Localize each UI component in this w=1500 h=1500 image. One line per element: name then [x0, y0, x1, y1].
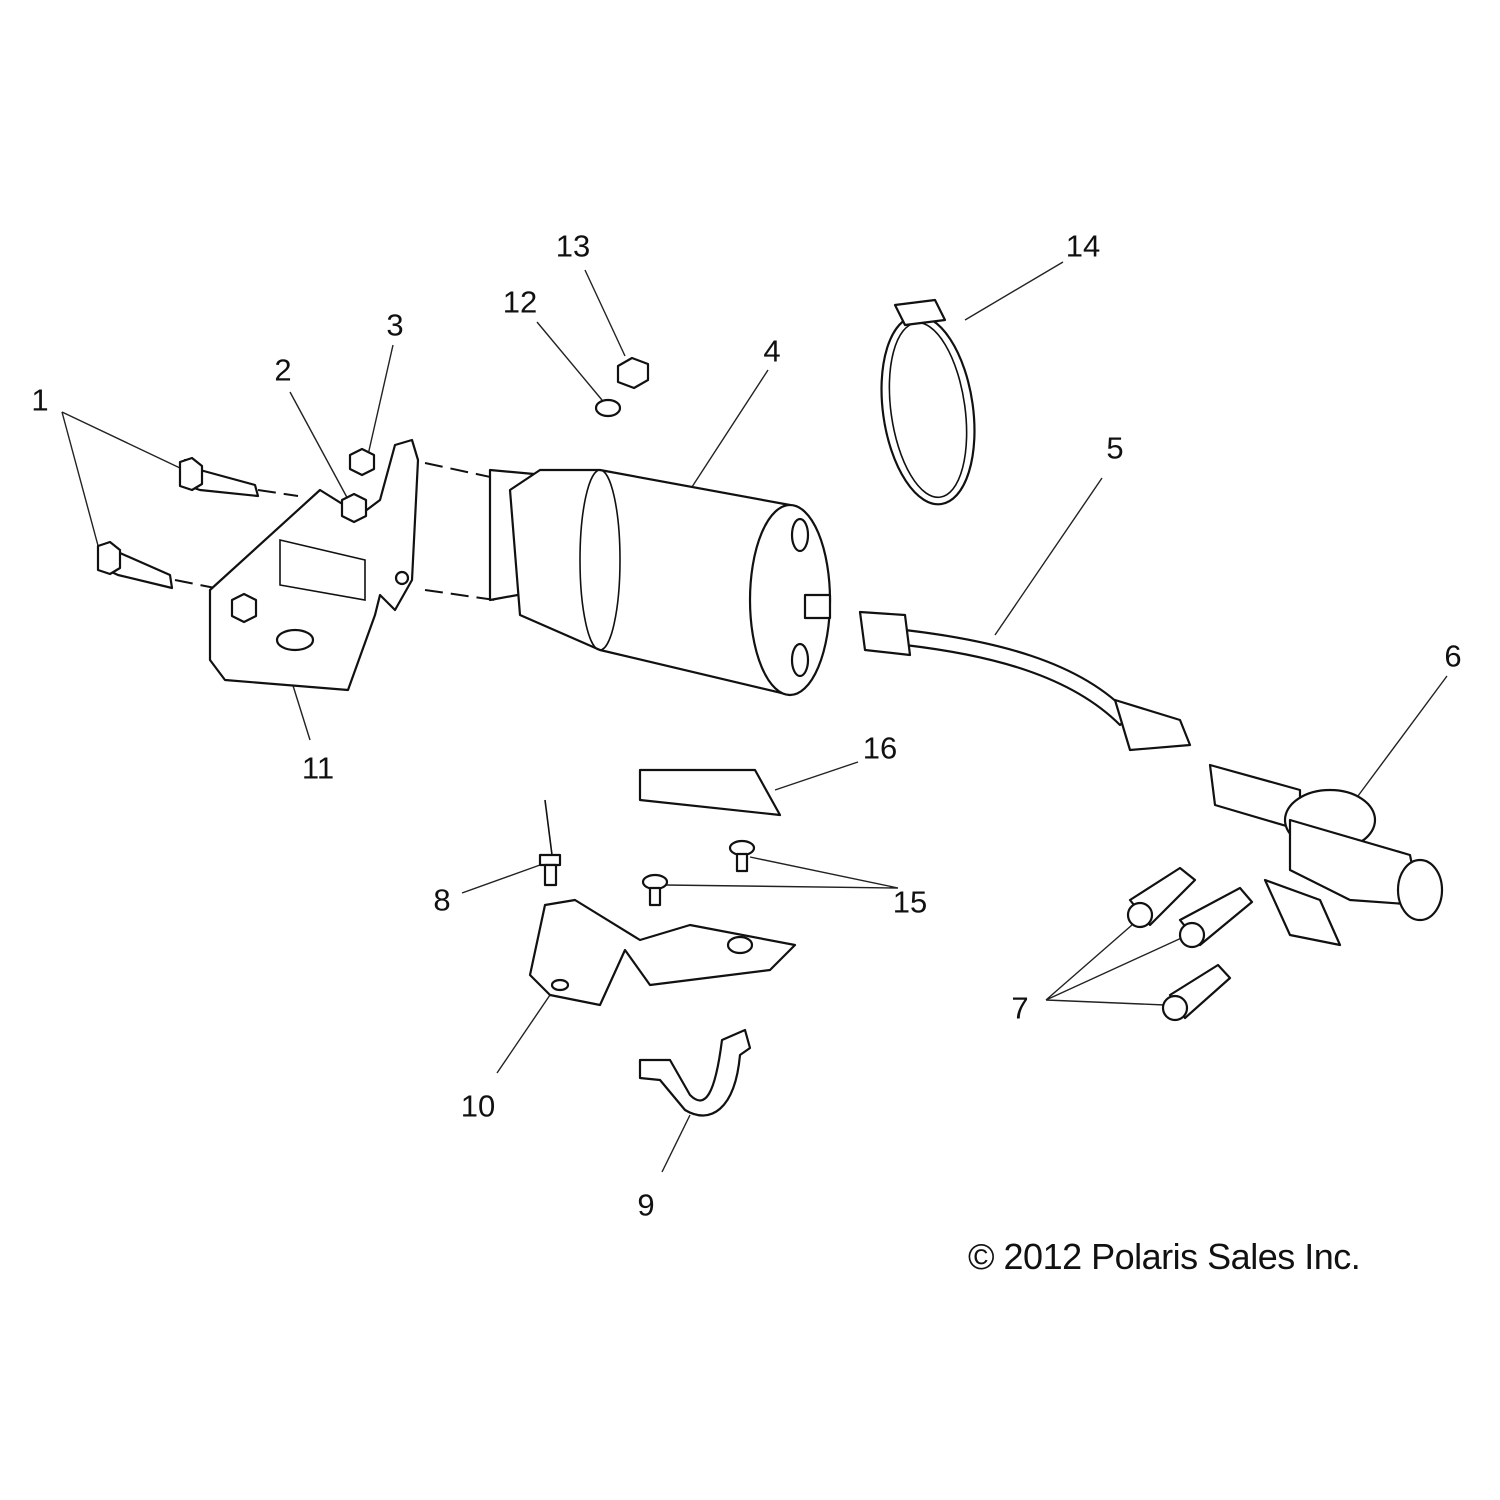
rivet-part-8 — [538, 799, 562, 887]
pad-part-16 — [638, 768, 782, 817]
strap-part-9 — [638, 1028, 752, 1117]
callout-4: 4 — [763, 333, 781, 369]
callout-3: 3 — [386, 307, 404, 343]
callout-16: 16 — [862, 730, 898, 766]
callout-8: 8 — [433, 882, 451, 918]
callout-13: 13 — [555, 228, 591, 264]
callout-1: 1 — [31, 382, 49, 418]
callout-14: 14 — [1065, 228, 1101, 264]
callout-7: 7 — [1011, 990, 1029, 1026]
callout-15: 15 — [892, 884, 928, 920]
screws-part-7 — [1126, 866, 1254, 1022]
callout-11: 11 — [301, 750, 335, 786]
copyright-notice: © 2012 Polaris Sales Inc. — [968, 1236, 1361, 1277]
starter-motor-part-4 — [488, 468, 832, 697]
bolt-part-1 — [96, 456, 260, 590]
bracket-part-11 — [208, 438, 420, 692]
callout-2: 2 — [274, 352, 292, 388]
callout-6: 6 — [1444, 638, 1462, 674]
washer-part-12 — [594, 398, 622, 418]
bracket-part-10 — [528, 898, 797, 1007]
screws-part-15 — [641, 839, 756, 907]
starter-drive-part-6 — [1208, 763, 1444, 947]
nut-part-13 — [616, 356, 650, 390]
callout-10: 10 — [460, 1088, 496, 1124]
drive-shaft-part-5 — [858, 610, 1192, 752]
hose-clamp-part-14 — [880, 298, 976, 506]
leader-lines — [61, 261, 1448, 1173]
callout-5: 5 — [1106, 430, 1124, 466]
callout-12: 12 — [502, 284, 538, 320]
callout-9: 9 — [637, 1187, 655, 1223]
